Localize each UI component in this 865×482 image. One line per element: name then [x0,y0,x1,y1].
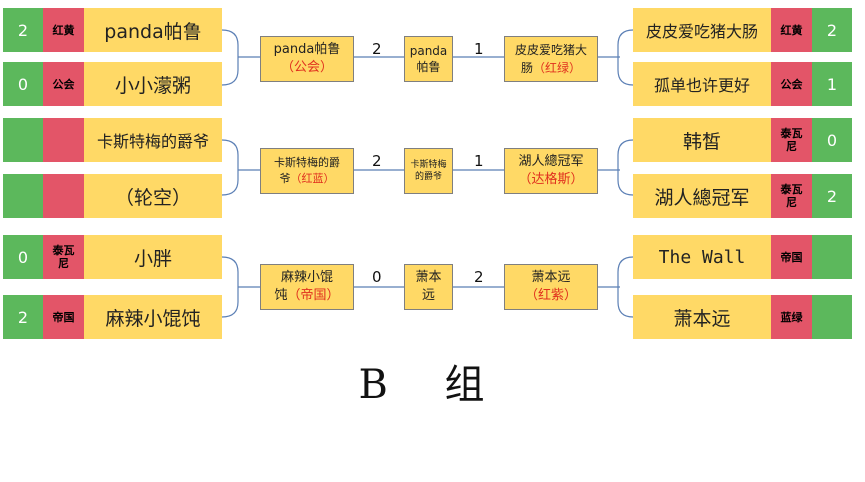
player-name: 湖人總冠军 [633,174,771,218]
winner-name-line2: 爷（红蓝） [279,172,335,185]
right-winner-box: 皮皮爱吃猪大 肠（红绿） [504,36,598,82]
player-name: 皮皮爱吃猪大肠 [633,8,771,52]
score-cell [812,235,852,279]
left-game-score: 0 [372,268,382,286]
right-winner-box: 湖人總冠军 （达格斯） [504,148,598,194]
winner-team: （红紫） [524,288,577,303]
match-winner-box: panda帕鲁 [404,36,453,82]
player-name: 麻辣小馄饨 [84,295,222,339]
match-winner-box: 萧本远 [404,264,453,310]
team-tag: 帝国 [43,295,84,339]
winner-name: 皮皮爱吃猪大 [514,43,587,57]
winner-team: （达格斯） [518,172,584,187]
team-tag: 红黄 [771,8,812,52]
score-cell: 2 [3,8,43,52]
left-winner-box: panda帕鲁 （公会） [260,36,354,82]
player-name: panda帕鲁 [84,8,222,52]
winner-name: 萧本远 [531,270,571,285]
player-name: The Wall [633,235,771,279]
right-game-score: 1 [474,40,484,58]
team-tag [43,174,84,218]
right-game-score: 1 [474,152,484,170]
winner-name-line2: 饨（帝国） [274,288,340,303]
player-name: 萧本远 [633,295,771,339]
left-winner-box: 卡斯特梅的爵 爷（红蓝） [260,148,354,194]
winner-name-line2: 肠（红绿） [520,61,582,75]
score-cell [3,118,43,162]
match-winner-box: 卡斯特梅的爵爷 [404,148,453,194]
team-tag: 公会 [771,62,812,106]
team-tag: 蓝绿 [771,295,812,339]
player-name: 韩皙 [633,118,771,162]
group-title: B 组 [358,362,507,408]
player-name: 卡斯特梅的爵爷 [84,118,222,162]
score-cell: 2 [812,8,852,52]
team-tag: 泰瓦尼 [43,235,84,279]
team-tag: 红黄 [43,8,84,52]
score-cell: 2 [3,295,43,339]
player-name: （轮空） [84,174,222,218]
team-tag: 帝国 [771,235,812,279]
score-cell: 1 [812,62,852,106]
team-tag [43,118,84,162]
right-game-score: 2 [474,268,484,286]
winner-team: （公会） [280,60,333,75]
left-game-score: 2 [372,40,382,58]
score-cell [3,174,43,218]
winner-name: 卡斯特梅的爵 [274,156,340,169]
left-game-score: 2 [372,152,382,170]
score-cell: 0 [3,62,43,106]
winner-name: 湖人總冠军 [518,154,584,169]
team-tag: 公会 [43,62,84,106]
player-name: 小小濛粥 [84,62,222,106]
player-name: 孤单也许更好 [633,62,771,106]
score-cell [812,295,852,339]
team-tag: 泰瓦尼 [771,174,812,218]
right-winner-box: 萧本远 （红紫） [504,264,598,310]
score-cell: 0 [812,118,852,162]
player-name: 小胖 [84,235,222,279]
score-cell: 0 [3,235,43,279]
left-winner-box: 麻辣小馄 饨（帝国） [260,264,354,310]
team-tag: 泰瓦尼 [771,118,812,162]
winner-name: 麻辣小馄 [280,270,333,285]
score-cell: 2 [812,174,852,218]
winner-name: panda帕鲁 [273,42,341,57]
